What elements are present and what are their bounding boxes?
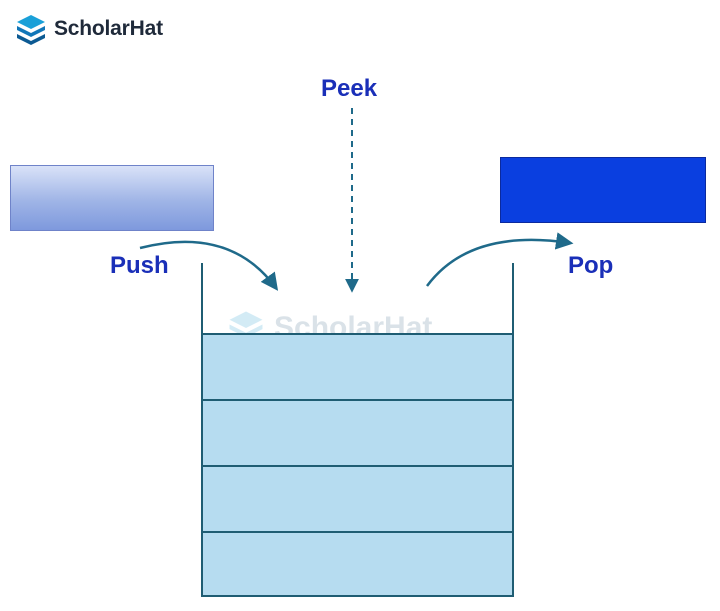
pop-element-block — [500, 157, 706, 223]
stack-slot — [203, 335, 512, 401]
push-label: Push — [110, 252, 169, 279]
stack-slot — [203, 467, 512, 533]
stack-left-wall — [201, 263, 203, 335]
brand-logo: ScholarHat — [14, 12, 163, 46]
pop-arrow — [425, 232, 574, 287]
stack-right-wall — [512, 263, 514, 335]
push-element-block — [10, 165, 214, 231]
peek-label: Peek — [321, 75, 378, 102]
push-arrow — [139, 240, 279, 291]
pop-label: Pop — [568, 252, 614, 279]
layers-icon — [17, 15, 45, 45]
brand-name: ScholarHat — [54, 17, 163, 40]
stack-container — [201, 333, 514, 597]
stack-slot — [203, 401, 512, 467]
